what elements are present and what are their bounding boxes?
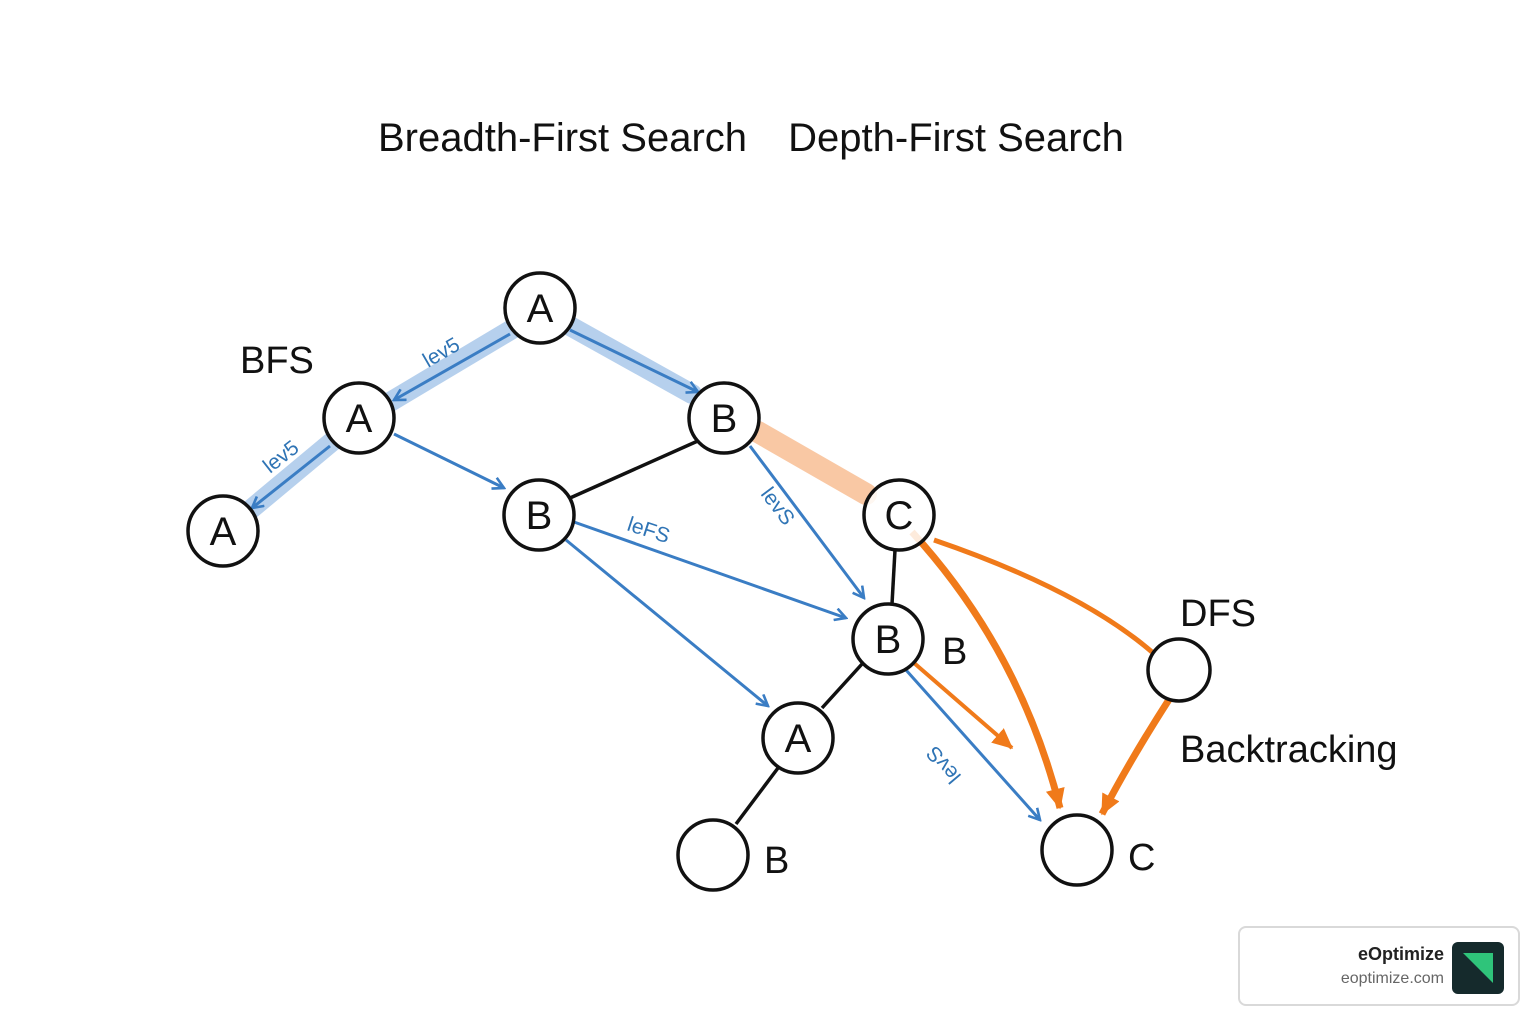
dfs-label: DFS <box>1180 593 1256 635</box>
c-bottom-label: C <box>1128 837 1155 879</box>
eoptimize-logo-icon <box>1452 942 1504 994</box>
dfs-arrow-3 <box>933 537 1154 654</box>
svg-text:A: A <box>785 717 812 761</box>
edge-a-empty <box>734 766 780 826</box>
bfs-heading: Breadth-First Search <box>378 116 748 160</box>
node-a-level2: A <box>186 494 260 568</box>
edge-b-b <box>569 438 701 500</box>
brand-name: eOptimize <box>1357 944 1444 964</box>
backtracking-label: Backtracking <box>1180 729 1398 771</box>
brand-url: eoptimize.com <box>1340 970 1444 987</box>
bfs-arrow-6 <box>573 520 846 618</box>
node-c-level2: C <box>862 478 936 552</box>
node-empty-c <box>1040 813 1114 887</box>
dfs-arrow-2 <box>909 529 1065 810</box>
node-b-level3: B <box>851 602 925 676</box>
b-side-label: B <box>942 631 967 673</box>
edge-c-b <box>890 549 897 605</box>
edge-b-a <box>820 662 864 710</box>
node-b-level1: B <box>687 381 761 455</box>
node-a-level4: A <box>761 701 835 775</box>
brand-badge[interactable]: eOptimize eoptimize.com <box>1238 926 1520 1006</box>
bfs-arrow-2 <box>569 328 698 392</box>
dfs-highlight-trail <box>747 421 877 505</box>
svg-text:B: B <box>875 618 902 662</box>
bfs-arrow-8 <box>904 669 1040 820</box>
dfs-arrow-1 <box>904 654 1014 750</box>
edge-label-5: levS <box>922 741 966 787</box>
svg-text:A: A <box>527 287 554 331</box>
dfs-heading: Depth-First Search <box>788 116 1124 160</box>
dfs-arrows <box>904 529 1173 816</box>
nodes: A A B A B C B A <box>186 271 1212 892</box>
bfs-arrow-3 <box>252 444 331 508</box>
edge-label-4: levS <box>756 483 799 529</box>
svg-text:A: A <box>346 397 373 441</box>
svg-text:A: A <box>210 510 237 554</box>
svg-text:C: C <box>885 494 914 538</box>
node-empty-b <box>676 818 750 892</box>
side-labels: BFS DFS Backtracking B B C <box>240 340 1398 882</box>
bfs-arrow-4 <box>393 432 504 488</box>
bfs-arrow-1 <box>394 332 511 400</box>
node-a-root: A <box>503 271 577 345</box>
svg-text:B: B <box>711 397 738 441</box>
node-dfs <box>1146 637 1212 703</box>
bfs-arrow-5 <box>748 445 864 598</box>
b-bottom-label: B <box>764 840 789 882</box>
diagram-heading: Breadth-First Search Depth-First Search <box>378 116 1124 161</box>
tree-edges <box>569 438 897 826</box>
bfs-label: BFS <box>240 340 314 382</box>
node-b-level2: B <box>502 478 576 552</box>
bfs-arrow-7 <box>565 538 768 706</box>
bfs-arrows <box>252 328 1040 820</box>
svg-text:B: B <box>526 494 553 538</box>
bfs-highlight-trail <box>240 316 702 520</box>
dfs-arrow-4 <box>1098 696 1173 816</box>
node-a-level1: A <box>322 381 396 455</box>
